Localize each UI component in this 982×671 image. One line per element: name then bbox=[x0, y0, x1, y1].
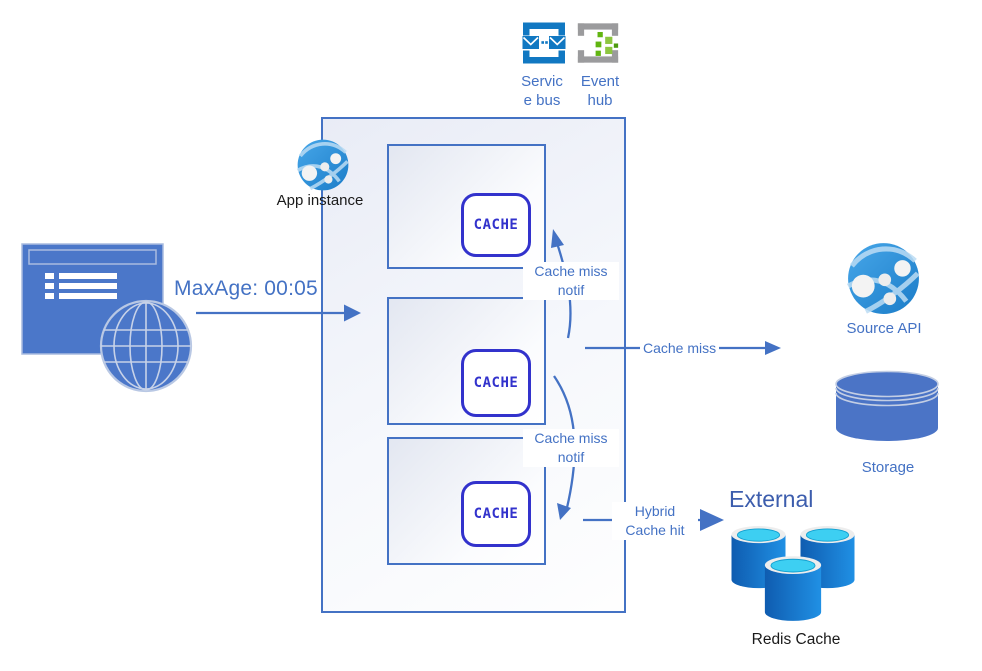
cache-badge-1: CACHE bbox=[461, 193, 531, 257]
cache-badge-2: CACHE bbox=[461, 349, 531, 417]
redis-cache-label: Redis Cache bbox=[751, 631, 841, 648]
storage-label: Storage bbox=[861, 459, 915, 476]
maxage-label: MaxAge: 00:05 bbox=[174, 277, 318, 300]
cache-miss-label: Cache miss bbox=[640, 339, 720, 358]
hybrid-cache-hit-label: Hybrid Cache hit bbox=[612, 502, 698, 540]
client-browser-icon bbox=[21, 243, 193, 393]
cache-miss-notif-label-bottom: Cache miss notif bbox=[523, 429, 619, 467]
redis-cylinder-back-right-icon bbox=[800, 526, 855, 589]
cache-badge-3: CACHE bbox=[461, 481, 531, 547]
event-hub-icon bbox=[577, 23, 619, 63]
external-arrow-head bbox=[700, 509, 724, 531]
instance-box-3: CACHE bbox=[387, 437, 546, 565]
external-label: External bbox=[729, 486, 814, 512]
service-bus-icon bbox=[522, 22, 566, 64]
instance-box-1: CACHE bbox=[387, 144, 546, 269]
cache-badge-label: CACHE bbox=[473, 506, 519, 522]
cache-badge-label: CACHE bbox=[473, 217, 519, 233]
event-hub-label: Event hub bbox=[580, 73, 620, 109]
instance-box-2: CACHE bbox=[387, 297, 546, 425]
redis-cylinder-front-icon bbox=[764, 556, 822, 621]
app-instance-label: App instance bbox=[276, 192, 364, 209]
storage-icon bbox=[835, 370, 939, 441]
service-bus-label: Servic e bus bbox=[521, 73, 563, 109]
app-instance-icon bbox=[296, 139, 349, 191]
source-api-icon bbox=[846, 243, 920, 314]
cache-miss-notif-label-top: Cache miss notif bbox=[523, 262, 619, 300]
cache-miss-arrow-head bbox=[765, 341, 781, 355]
cache-badge-label: CACHE bbox=[473, 375, 519, 391]
source-api-label: Source API bbox=[846, 320, 922, 337]
